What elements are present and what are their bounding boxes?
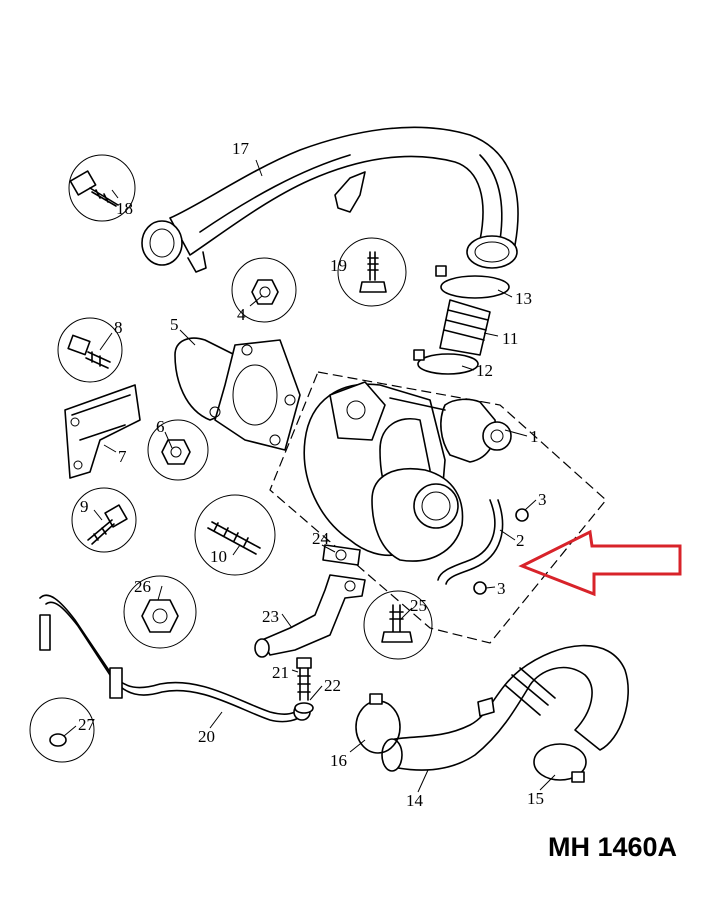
part-2-pipe [437, 499, 504, 585]
callout-12: 12 [476, 361, 493, 380]
callout-10: 10 [210, 547, 227, 566]
part-3-washer-upper [515, 508, 529, 522]
callout-3-lower: 3 [497, 579, 506, 598]
part-14-outlet-hose [381, 644, 629, 772]
part-3-washer-lower [473, 581, 487, 595]
callout-5: 5 [170, 315, 179, 334]
part-19-stud [337, 237, 407, 307]
part-11-hose [439, 299, 491, 356]
part-6-nut [147, 419, 209, 481]
callout-8: 8 [114, 318, 123, 337]
part-15-clamp [533, 743, 587, 783]
callout-1: 1 [530, 427, 539, 446]
part-25-stud [363, 590, 433, 660]
part-26-nut [123, 575, 197, 649]
part-7-bracket [64, 384, 141, 479]
callout-15: 15 [527, 789, 544, 808]
callout-21: 21 [272, 663, 289, 682]
callout-labels: 17 18 19 13 11 12 4 5 8 7 6 9 10 1 2 3 3… [78, 139, 547, 810]
part-23-oil-drain-pipe [254, 574, 366, 658]
callout-18: 18 [116, 199, 133, 218]
callout-27: 27 [78, 715, 96, 734]
part-10-stud [194, 494, 276, 576]
callout-23: 23 [262, 607, 279, 626]
callout-13: 13 [515, 289, 532, 308]
callout-24: 24 [312, 529, 330, 548]
diagram-reference-code: MH 1460A [548, 832, 678, 862]
part-1-turbocharger [269, 371, 607, 644]
callout-7: 7 [118, 447, 127, 466]
callout-16: 16 [330, 751, 347, 770]
part-8-bolt [57, 317, 123, 383]
part-27-o-ring [29, 697, 95, 763]
leader-lines [63, 159, 556, 793]
callout-11: 11 [502, 329, 518, 348]
callout-9: 9 [80, 497, 89, 516]
part-16-clamp [355, 693, 401, 754]
callout-2: 2 [516, 531, 525, 550]
callout-20: 20 [198, 727, 215, 746]
part-9-bolt [71, 487, 137, 553]
highlight-arrow-icon [518, 529, 682, 597]
part-17-intake-pipe [141, 126, 519, 273]
part-22-washer [294, 702, 314, 714]
callout-17: 17 [232, 139, 250, 158]
callout-3-upper: 3 [538, 490, 547, 509]
part-5-exhaust-elbow [174, 337, 301, 451]
callout-26: 26 [134, 577, 151, 596]
callout-4: 4 [237, 305, 246, 324]
callout-19: 19 [330, 256, 347, 275]
part-4-nut [231, 257, 297, 323]
callout-14: 14 [406, 791, 424, 810]
part-13-clamp [435, 265, 510, 299]
part-21-banjo-bolt [296, 657, 312, 701]
callout-6: 6 [156, 417, 165, 436]
callout-22: 22 [324, 676, 341, 695]
part-12-clamp [413, 349, 479, 375]
part-18-bolt [68, 154, 136, 222]
callout-25: 25 [410, 596, 427, 615]
